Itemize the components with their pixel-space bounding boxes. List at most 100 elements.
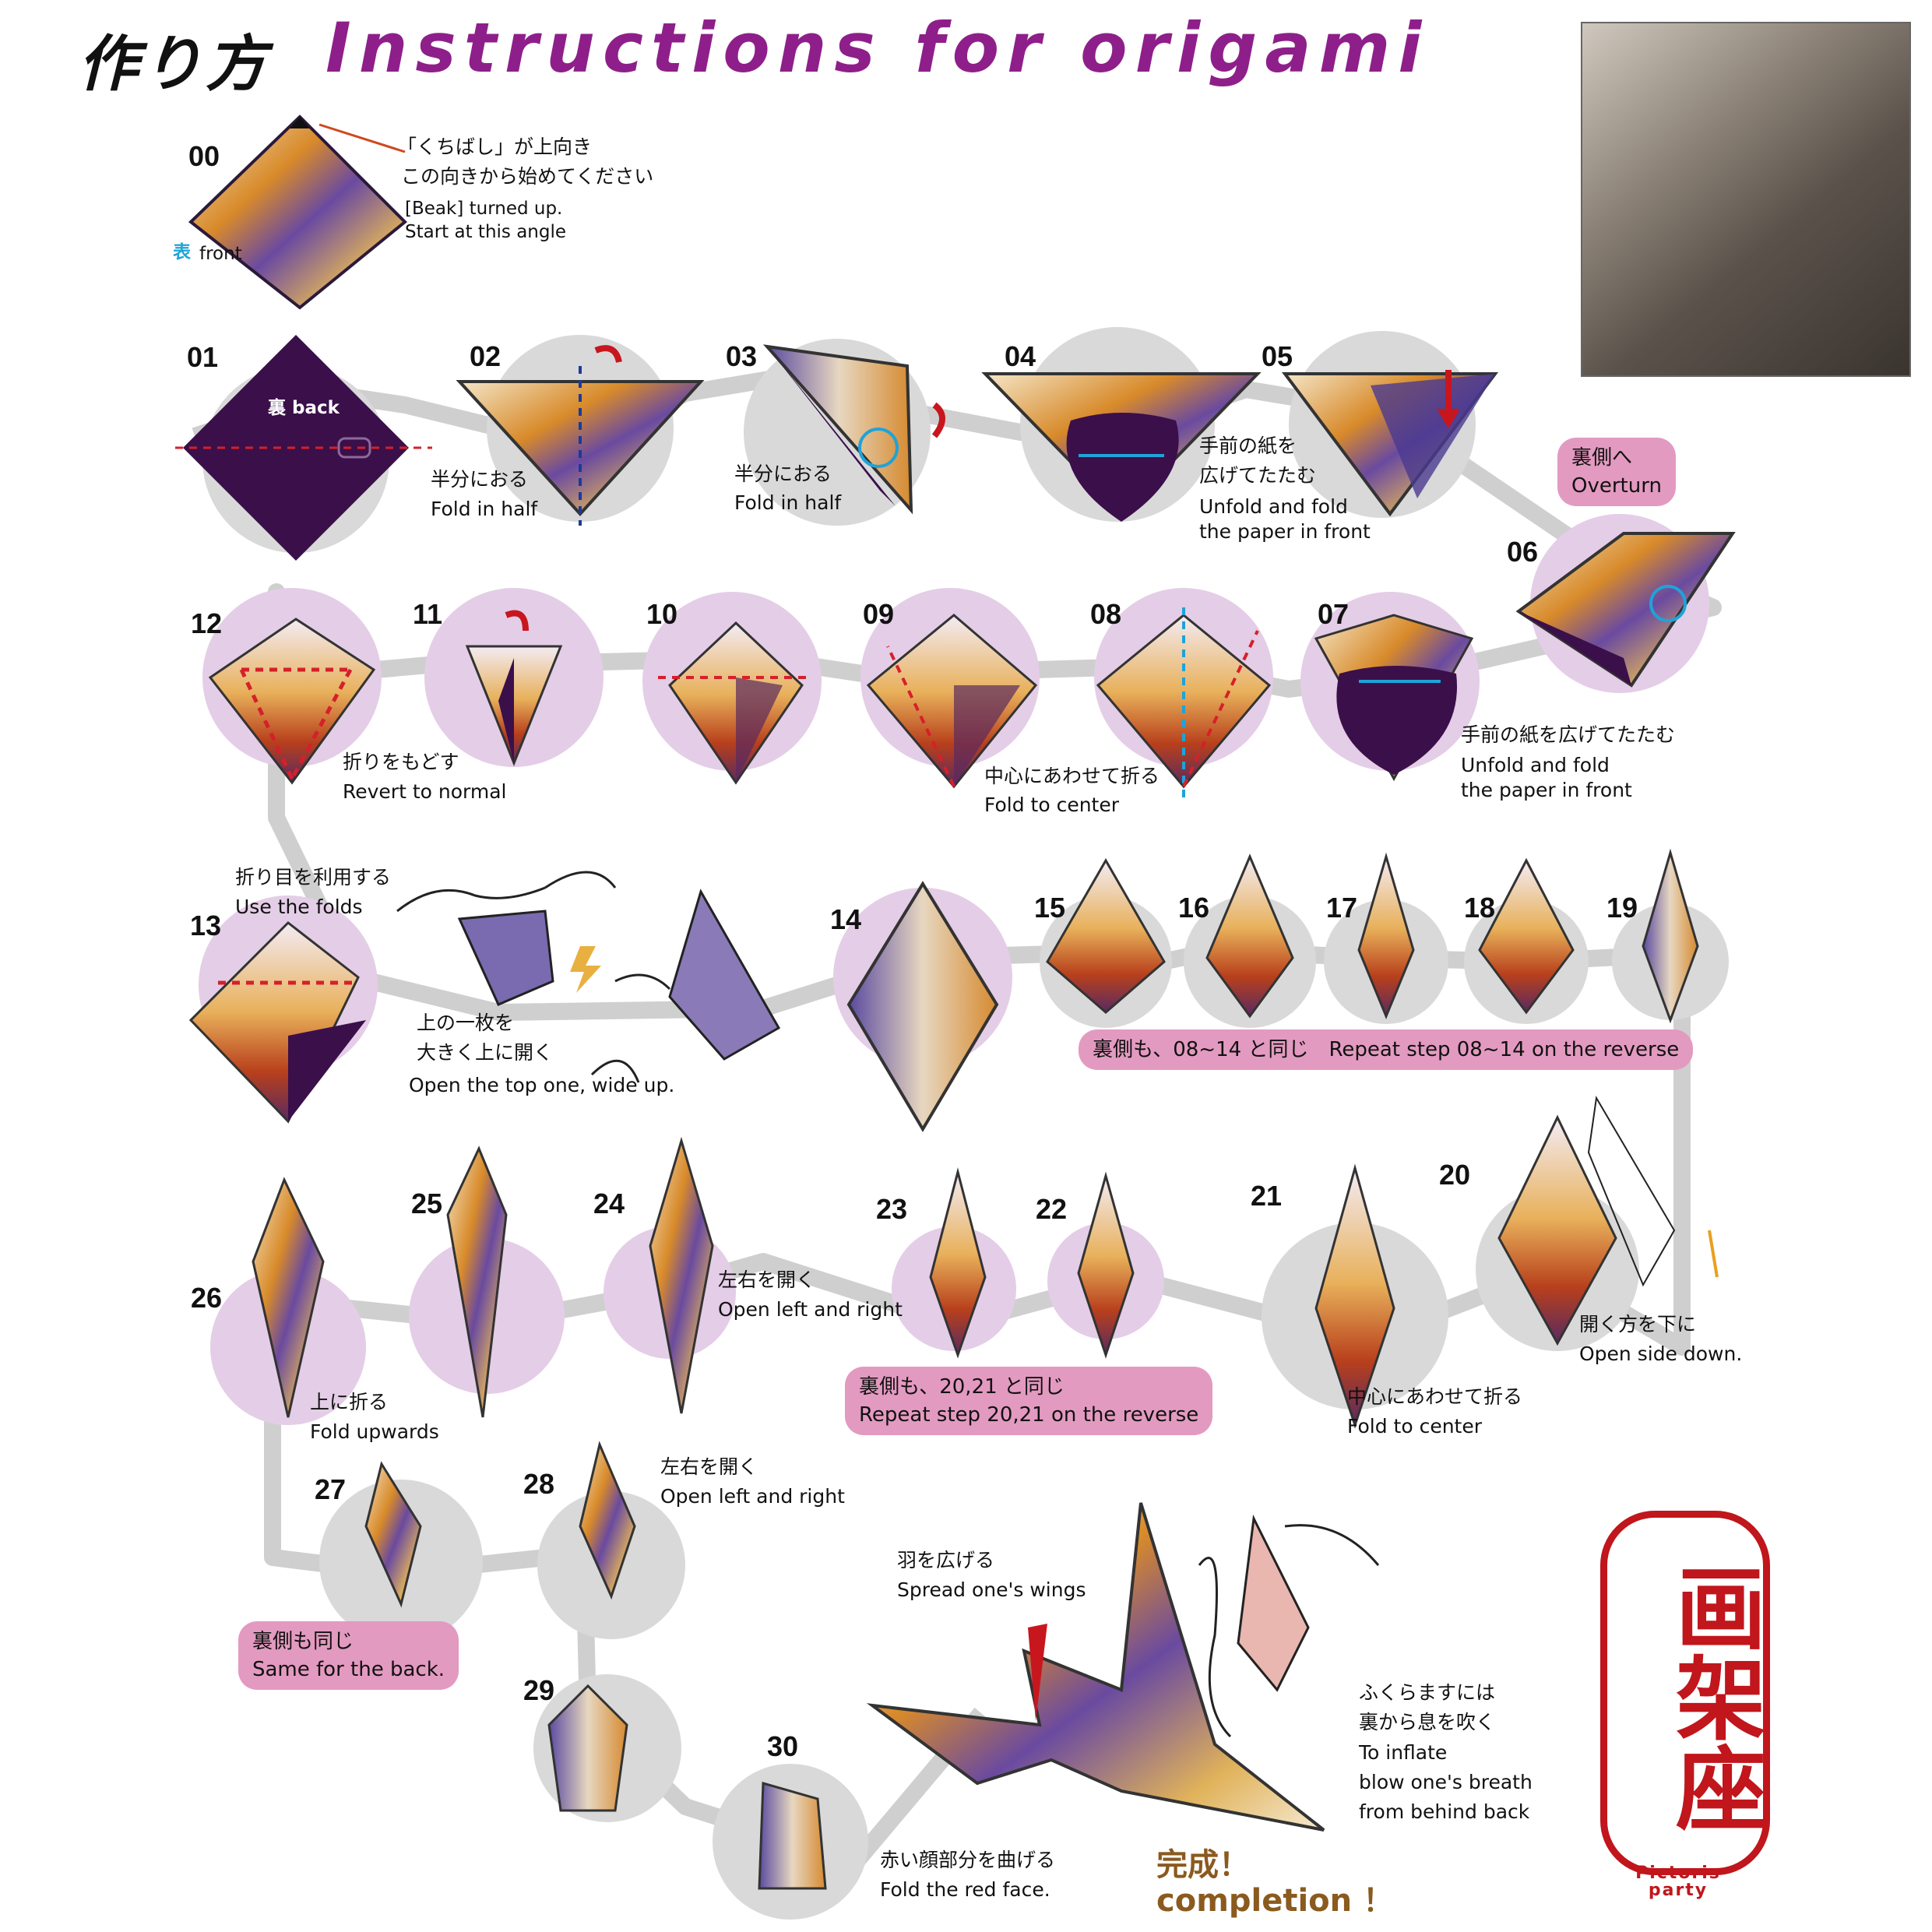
hands-illustration <box>396 871 671 1083</box>
step-26-caption-ja: 上に折る <box>310 1391 389 1413</box>
step-20-caption-ja: 開く方を下に <box>1579 1313 1697 1336</box>
step-13-figure <box>188 921 366 1124</box>
steps-20-26-figures <box>252 1114 1617 1429</box>
step-03-caption-ja: 半分におる <box>734 463 832 485</box>
step-28-caption-en: Open left and right <box>660 1485 845 1508</box>
step-21-caption-ja: 中心にあわせて折る <box>1347 1385 1523 1408</box>
finished-crane-figure <box>866 1502 1325 1832</box>
step-11-number: 11 <box>413 598 443 630</box>
step-27-number: 27 <box>315 1473 347 1505</box>
seal-characters: 画架座 <box>1660 1561 1766 1832</box>
step-14-number: 14 <box>830 903 862 935</box>
hands-paper-fig1 <box>457 910 554 1006</box>
step-01-label: 裏 back <box>268 398 340 418</box>
step-21-caption-en: Fold to center <box>1347 1415 1483 1438</box>
step-04-number: 04 <box>1005 340 1036 372</box>
step-02-caption-en: Fold in half <box>431 498 538 520</box>
step-03-number: 03 <box>726 340 758 372</box>
step-18-number: 18 <box>1464 892 1496 924</box>
brand-name-1: Pictoris <box>1635 1863 1721 1883</box>
wings-caption-en: Spread one's wings <box>897 1578 1086 1601</box>
step-13-number: 13 <box>190 910 222 941</box>
step-07-caption-ja: 手前の紙を広げてたたむ <box>1461 723 1676 746</box>
step-08-caption-en: Fold to center <box>984 794 1120 816</box>
inflate-paper-crane <box>1237 1514 1310 1692</box>
step-06-number: 06 <box>1507 536 1539 568</box>
inflate-en-1: To inflate <box>1359 1741 1448 1764</box>
brand-seal: 画架座 <box>1600 1511 1770 1875</box>
step-14-figure <box>846 881 999 1132</box>
brand-name: Pictoris party <box>1589 1865 1768 1899</box>
step-13-caption-en: Open the top one, wide up. <box>409 1074 675 1096</box>
step-09-figure <box>866 614 1038 789</box>
step-12-number: 12 <box>191 607 223 639</box>
inflate-ja-2: 裏から息を吹く <box>1359 1711 1496 1733</box>
step-00-face-en: front <box>199 244 242 264</box>
repeat-08-14-banner: 裏側も、08~14 と同じ Repeat step 08~14 on the r… <box>1079 1029 1694 1070</box>
step-07-caption-en-2: the paper in front <box>1461 779 1632 801</box>
step-25-number: 25 <box>411 1188 443 1219</box>
step-09-number: 09 <box>863 598 895 630</box>
down-arrow-icon <box>1708 1230 1719 1278</box>
step-21-number: 21 <box>1251 1180 1283 1212</box>
step-07-figure <box>1314 614 1474 782</box>
inflate-en-2: blow one's breath <box>1359 1771 1533 1793</box>
step-10-number: 10 <box>646 598 678 630</box>
step-02-number: 02 <box>470 340 501 372</box>
steps-27-30-figures <box>364 1441 827 1890</box>
crane-photo <box>1581 22 1911 377</box>
step-08-figure <box>1096 607 1272 802</box>
step-16-number: 16 <box>1178 892 1210 924</box>
step-00-note-ja-1: 「くちばし」が上向き <box>397 135 593 158</box>
step-15-number: 15 <box>1034 892 1066 924</box>
step-04-figure <box>981 372 1262 522</box>
step-01-figure <box>175 335 432 561</box>
steps-15-19-figures <box>1046 848 1699 1024</box>
step-24-caption-en: Open left and right <box>718 1298 903 1321</box>
step-06-figure <box>1515 532 1736 688</box>
open-side-down-illustration <box>1587 1096 1676 1287</box>
step-24-caption-ja: 左右を開く <box>718 1269 816 1291</box>
step-04-caption-ja-2: 広げてたたむ <box>1199 464 1317 487</box>
title-japanese: 作り方 <box>78 30 270 100</box>
step-05-figure <box>1282 370 1498 517</box>
repeat-20-21-en: Repeat step 20,21 on the reverse <box>859 1403 1199 1427</box>
overturn-ja: 裏側へ <box>1571 446 1633 470</box>
overturn-en: Overturn <box>1571 474 1662 498</box>
step-10-figure <box>658 621 810 785</box>
step-13-pre-en: Use the folds <box>235 896 363 918</box>
brand-name-2: party <box>1648 1881 1709 1900</box>
inflate-illustration <box>1198 1524 1380 1738</box>
step-13-caption-ja: 上の一枚を <box>417 1012 515 1034</box>
inflate-ja-1: ふくらますには <box>1359 1681 1496 1704</box>
step-26-number: 26 <box>191 1282 223 1314</box>
step-00-note-ja-2: この向きから始めてください <box>401 165 654 188</box>
step-04-caption-en-2: the paper in front <box>1199 520 1371 543</box>
step-30-number: 30 <box>767 1730 799 1762</box>
step-00-note-en-1: [Beak] turned up. <box>405 199 563 219</box>
step-29-number: 29 <box>523 1674 555 1706</box>
completion-en: completion ！ <box>1156 1883 1395 1919</box>
step-30-caption-ja: 赤い顔部分を曲げる <box>880 1849 1056 1871</box>
step-12-figure <box>208 618 376 785</box>
same-back-banner: 裏側も同じ Same for the back. <box>238 1621 459 1690</box>
lightning-icon <box>570 946 601 993</box>
step-02-caption-ja: 半分におる <box>431 468 529 491</box>
step-11-figure <box>465 610 563 767</box>
completion-ja: 完成！ <box>1156 1847 1250 1883</box>
step-07-number: 07 <box>1318 598 1350 630</box>
repeat-20-21-ja: 裏側も、20,21 と同じ <box>859 1375 1065 1399</box>
step-28-number: 28 <box>523 1468 555 1500</box>
step-26-caption-en: Fold upwards <box>310 1420 439 1443</box>
step-13-caption-ja-2: 大きく上に開く <box>417 1041 554 1064</box>
step-24-number: 24 <box>593 1188 625 1219</box>
same-back-ja: 裏側も同じ <box>252 1630 354 1653</box>
step-20-number: 20 <box>1439 1159 1471 1191</box>
step-03-figure <box>762 344 945 515</box>
step-04-caption-ja: 手前の紙を <box>1199 435 1297 457</box>
step-12-caption-en: Revert to normal <box>343 780 507 803</box>
step-04-caption-en: Unfold and fold <box>1199 495 1348 518</box>
step-00-figure <box>188 114 407 310</box>
repeat-20-21-banner: 裏側も、20,21 と同じ Repeat step 20,21 on the r… <box>845 1367 1213 1435</box>
